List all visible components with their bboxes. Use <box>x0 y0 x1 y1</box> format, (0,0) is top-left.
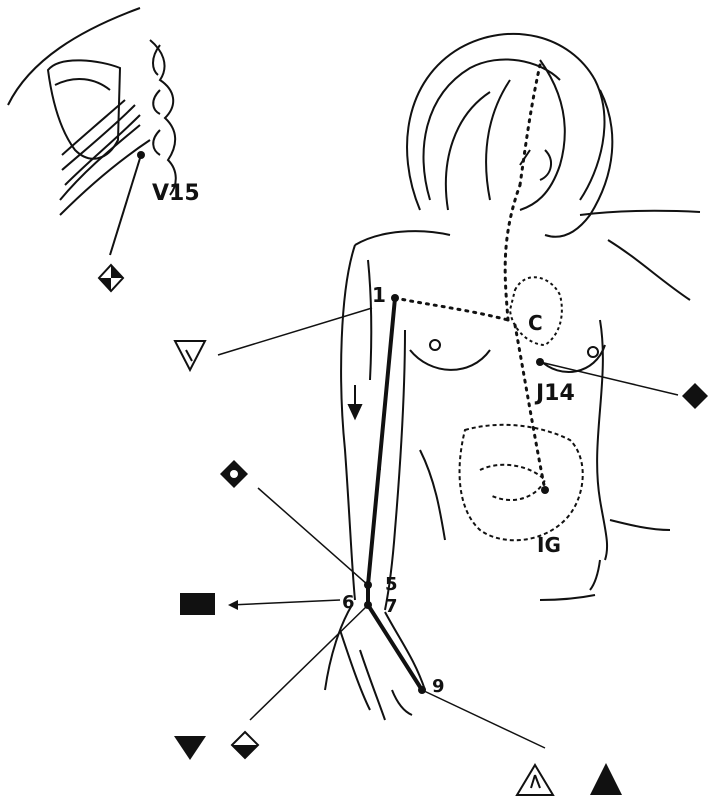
figure-head <box>407 34 612 237</box>
down-triangle-outline-icon <box>175 341 205 370</box>
leader-lines <box>218 308 678 748</box>
half-filled-diamond-icon <box>232 732 258 758</box>
scapula-inset <box>8 8 176 215</box>
solid-down-triangle-icon <box>174 736 206 760</box>
label-point-7: 7 <box>385 596 398 617</box>
point-ig-dot <box>541 486 549 494</box>
label-j14: J14 <box>534 381 575 406</box>
label-point-9: 9 <box>432 676 445 697</box>
label-ig: IG <box>537 533 561 557</box>
diamond-with-dot-icon <box>220 460 248 488</box>
up-triangle-outline-icon <box>517 765 553 795</box>
point-1-dot <box>391 294 399 302</box>
label-point-5: 5 <box>385 574 398 595</box>
solid-rectangle-icon <box>180 593 215 615</box>
diamond-split-icon <box>99 265 123 291</box>
label-c: C <box>528 311 543 335</box>
label-point-6: 6 <box>342 592 355 613</box>
label-v15: V15 <box>152 181 200 206</box>
arrowhead-6 <box>228 600 238 610</box>
solid-up-triangle-icon <box>590 763 622 795</box>
solid-diamond-icon <box>682 383 708 409</box>
label-point-1: 1 <box>372 283 386 307</box>
v15-leader-line <box>110 155 141 255</box>
